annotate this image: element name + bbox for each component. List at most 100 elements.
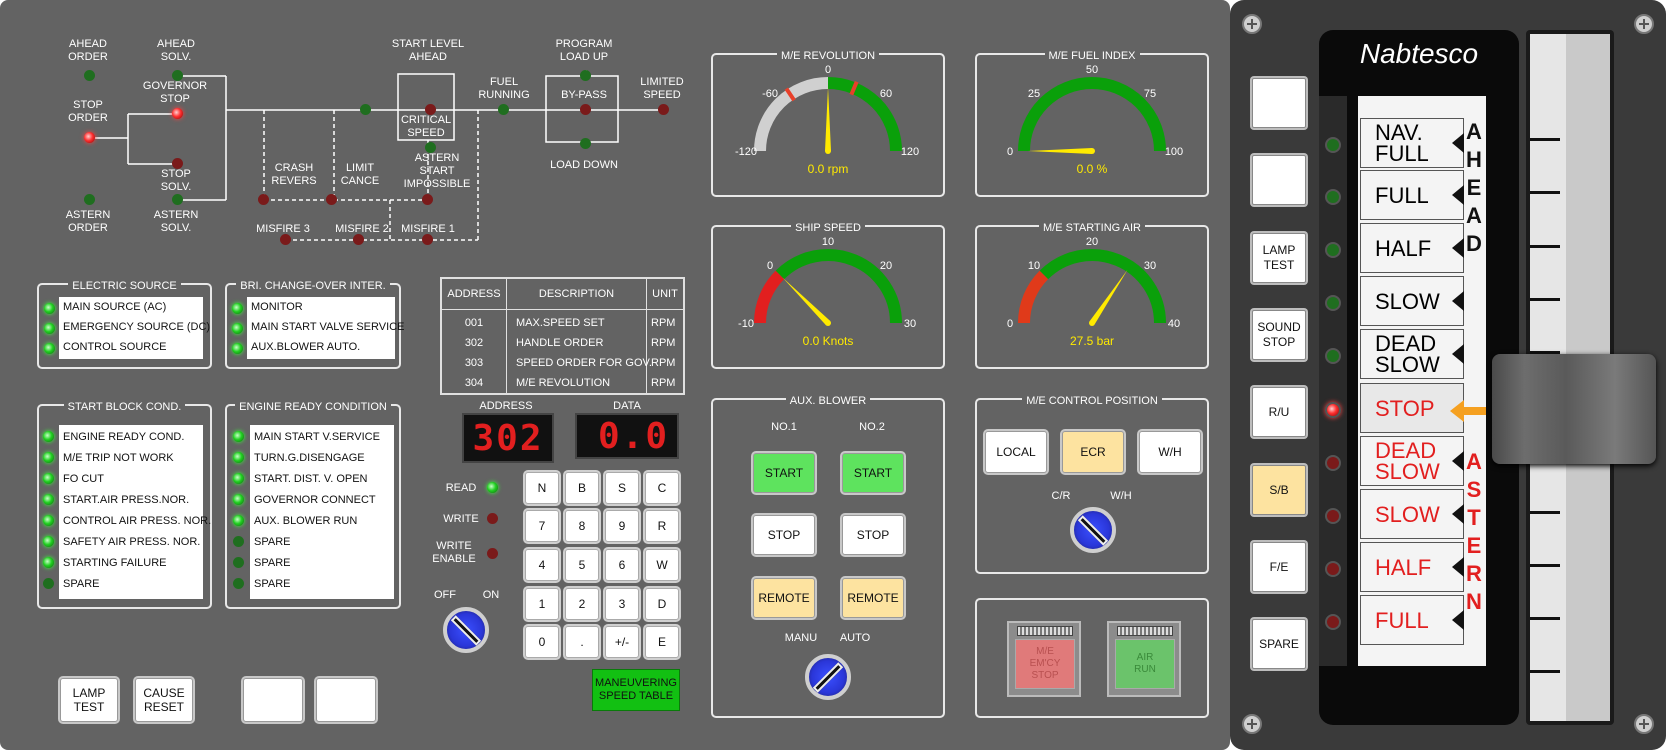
status-led [44,303,55,314]
table-cell: RPM [651,337,676,349]
order-dead-slow-ahead[interactable]: DEAD SLOW [1360,329,1464,379]
blower2-stop-button[interactable]: STOP [842,515,904,555]
table-cell: 304 [464,377,484,389]
spare-button[interactable]: SPARE [1252,619,1306,669]
order-nav-full[interactable]: NAV. FULL [1360,118,1464,168]
blower1-remote-button[interactable]: REMOTE [753,578,815,618]
key-s[interactable]: S [605,472,639,504]
order-half-ahead[interactable]: HALF [1360,223,1464,273]
engine-ready-list: MAIN START V.SERVICE TURN.G.DISENGAGE ST… [250,425,394,599]
table-cell: M/E REVOLUTION [516,377,611,389]
gauge-needle [1089,269,1128,325]
fuel-running-led [498,104,509,115]
key-c[interactable]: C [645,472,679,504]
air-run-button[interactable]: AIR RUN [1115,639,1175,689]
gauge-tick-label: 60 [880,88,892,100]
order-slow-astern[interactable]: SLOW [1360,489,1464,539]
on-label: ON [482,589,500,601]
current-order-pointer-icon [1450,400,1486,422]
key-r[interactable]: R [645,510,679,542]
order-dead-slow-astern[interactable]: DEAD SLOW [1360,436,1464,486]
blower-mode-switch[interactable] [805,654,851,700]
key-n[interactable]: N [525,472,559,504]
key-e[interactable]: E [645,626,679,658]
blower1-stop-button[interactable]: STOP [753,515,815,555]
astern-solv-led [172,194,183,205]
list-item: SPARE [254,578,291,590]
key-7[interactable]: 7 [525,510,559,542]
status-led [233,557,244,568]
cause-reset-button[interactable]: CAUSE RESET [135,678,193,722]
key-0[interactable]: 0 [525,626,559,658]
key-6[interactable]: 6 [605,549,639,581]
control-position-switch[interactable] [1070,507,1116,553]
screw-icon [1242,14,1262,34]
sb-button[interactable]: S/B [1252,465,1306,515]
wh-button[interactable]: W/H [1139,431,1201,473]
blower2-remote-button[interactable]: REMOTE [842,578,904,618]
gauge-tick-label: 30 [904,318,916,330]
status-led [233,452,244,463]
write-enable-switch[interactable] [443,607,489,653]
gauge-tick-label: 10 [1028,260,1040,272]
bri-change-over-panel: BRI. CHANGE-OVER INTER. [225,280,401,369]
telegraph-blank-button-1[interactable] [1252,78,1306,128]
gauge-band [1018,77,1166,152]
maneuvering-speed-table-button[interactable]: MANEUVERING SPEED TABLE [592,669,680,711]
sound-stop-button[interactable]: SOUND STOP [1252,310,1306,360]
blank-button-2[interactable] [316,678,376,722]
key-d[interactable]: D [645,588,679,620]
ahead-vertical-label: A H E A D [1466,119,1482,256]
table-header: DESCRIPTION [507,279,647,310]
blower1-start-button[interactable]: START [753,453,815,493]
order-full-astern[interactable]: FULL [1360,595,1464,645]
ahead-order-led [84,70,95,81]
local-button[interactable]: LOCAL [985,431,1047,473]
emergency-stop-cover: M/E EM'CY STOP [1007,621,1081,697]
key-dot[interactable]: . [565,626,599,658]
blower2-start-button[interactable]: START [842,453,904,493]
blank-button-1[interactable] [243,678,303,722]
key-2[interactable]: 2 [565,588,599,620]
status-led [43,578,54,589]
ahead-solv-label: AHEAD SOLV. [157,38,195,63]
key-plus-minus[interactable]: +/- [605,626,639,658]
key-8[interactable]: 8 [565,510,599,542]
gauge-tick-label: 30 [1144,260,1156,272]
ecr-button[interactable]: ECR [1062,431,1124,473]
key-1[interactable]: 1 [525,588,559,620]
manu-label: MANU [784,632,818,644]
key-b[interactable]: B [565,472,599,504]
key-9[interactable]: 9 [605,510,639,542]
lever-tick [1530,511,1560,514]
me-emergency-stop-button[interactable]: M/E EM'CY STOP [1015,639,1075,689]
telegraph-lever-handle[interactable] [1492,354,1656,464]
order-indicator-icon [1452,610,1464,630]
write-label: WRITE [443,513,479,525]
list-item: CONTROL SOURCE [63,341,167,353]
load-up-led [580,70,591,81]
fe-button[interactable]: F/E [1252,542,1306,592]
key-5[interactable]: 5 [565,549,599,581]
ru-button[interactable]: R/U [1252,387,1306,437]
order-half-astern[interactable]: HALF [1360,542,1464,592]
key-3[interactable]: 3 [605,588,639,620]
order-slow-ahead[interactable]: SLOW [1360,276,1464,326]
screw-icon [1634,14,1654,34]
status-led [43,557,54,568]
half-ahead-led [1325,242,1341,258]
lamp-test-button[interactable]: LAMP TEST [60,678,118,722]
order-stop[interactable]: STOP [1360,383,1464,433]
key-w[interactable]: W [645,549,679,581]
astern-order-label: ASTERN ORDER [65,209,111,234]
bri-change-list: MONITOR MAIN START VALVE SERVICE AUX.BLO… [247,297,404,359]
screw-icon [1634,714,1654,734]
table-header: UNIT [647,279,683,310]
list-item: SPARE [254,557,291,569]
address-display: 302 [462,413,554,463]
list-item: GOVERNOR CONNECT [254,494,376,506]
order-full-ahead[interactable]: FULL [1360,170,1464,220]
lamp-test-telegraph-button[interactable]: LAMP TEST [1252,233,1306,283]
key-4[interactable]: 4 [525,549,559,581]
telegraph-blank-button-2[interactable] [1252,155,1306,205]
